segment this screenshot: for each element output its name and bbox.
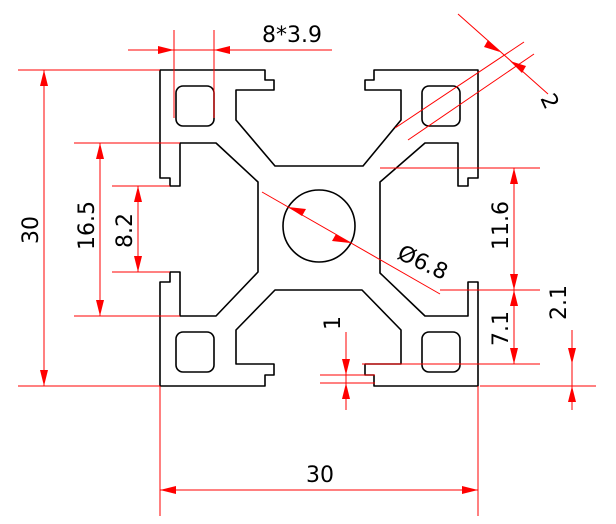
- dimension-labels: 8*3.9 2 30 16.5 8.2 11.6 Ø6.8 2.1 7.1 1 …: [19, 23, 572, 488]
- wall-arrow-b: [510, 61, 526, 73]
- bore-arrow-lower: [332, 234, 350, 243]
- wall-label: 2: [535, 90, 564, 113]
- corner-pocket-top-right: [421, 85, 461, 127]
- corner-pocket-bottom-right: [421, 331, 461, 373]
- opening-arrow-top: [134, 186, 142, 202]
- thickness-arrow-top: [342, 359, 350, 375]
- profile-outline: [159, 69, 479, 387]
- wall-extension-a: [394, 41, 525, 129]
- offset-arrow-bottom: [568, 386, 576, 402]
- lip-arrow-bottom: [510, 348, 518, 364]
- wall-dim-line: [457, 13, 549, 95]
- bore-arrow-upper: [288, 207, 306, 216]
- height-arrow-bottom: [40, 370, 48, 386]
- inner-height-arrow-top: [96, 143, 104, 159]
- center-bore: [282, 189, 356, 263]
- slot-opening-label: 8.2: [113, 213, 138, 248]
- width-arrow-right: [462, 486, 478, 494]
- lip-depth-label: 7.1: [489, 311, 514, 346]
- dimension-lines: [18, 13, 596, 516]
- overall-width-label: 30: [306, 463, 334, 488]
- offset-arrow-top: [568, 348, 576, 364]
- opening-arrow-bottom: [134, 256, 142, 272]
- slot-label: 8*3.9: [262, 23, 322, 48]
- slot-arrow-right: [214, 46, 230, 54]
- thickness-arrow-bottom: [342, 383, 350, 399]
- core-arrow-top: [510, 168, 518, 184]
- lip-offset-label: 2.1: [547, 285, 572, 320]
- wall-extension-b: [407, 53, 535, 141]
- core-arrow-bottom: [510, 274, 518, 290]
- inner-height-label: 16.5: [75, 201, 100, 250]
- corner-pocket-bottom-left: [175, 331, 215, 373]
- lip-thickness-label: 1: [321, 316, 346, 330]
- bore-label: Ø6.8: [393, 241, 451, 286]
- slot-arrow-left: [158, 46, 174, 54]
- height-arrow-top: [40, 70, 48, 86]
- core-height-label: 11.6: [489, 201, 514, 250]
- profile-outer-contour: [159, 69, 479, 387]
- overall-height-label: 30: [19, 216, 44, 244]
- lip-arrow-top: [510, 290, 518, 306]
- inner-height-arrow-bottom: [96, 300, 104, 316]
- width-arrow-left: [160, 486, 176, 494]
- corner-pocket-top-left: [175, 85, 215, 127]
- wall-arrow-a: [484, 40, 500, 52]
